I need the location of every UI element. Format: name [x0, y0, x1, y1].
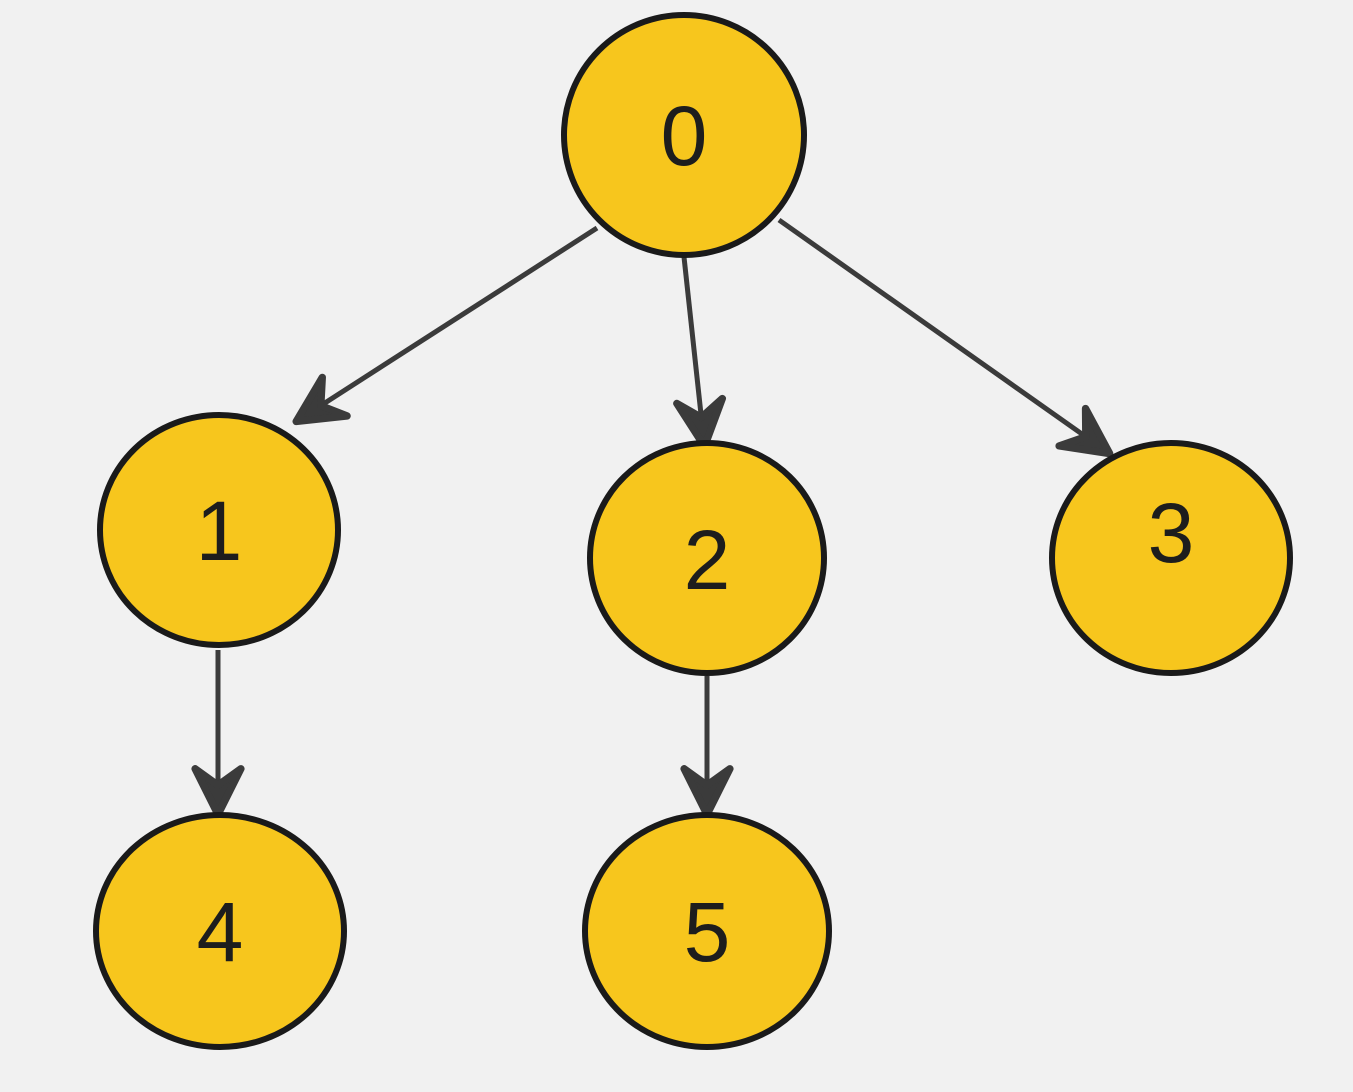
node-2-circle	[587, 440, 827, 676]
nodes-layer: 0 1 2 3 4 5	[93, 12, 1293, 1050]
node-5-circle	[582, 812, 832, 1050]
node-4-label: 4	[197, 885, 244, 979]
node-0: 0	[561, 12, 807, 258]
edge-0-3	[777, 217, 1114, 458]
node-1: 1	[97, 412, 341, 648]
node-0-circle	[561, 12, 807, 258]
node-3-label: 3	[1148, 486, 1195, 580]
node-5: 5	[582, 812, 832, 1050]
edges-layer	[191, 217, 1114, 819]
node-3: 3	[1049, 440, 1293, 676]
edge-0-2	[673, 256, 727, 451]
node-5-label: 5	[684, 885, 731, 979]
node-4-circle	[93, 812, 347, 1050]
node-2: 2	[587, 440, 827, 676]
node-0-label: 0	[661, 89, 708, 183]
node-1-circle	[97, 412, 341, 648]
edge-0-1	[292, 225, 599, 426]
node-3-circle	[1049, 440, 1293, 676]
node-1-label: 1	[196, 484, 243, 578]
node-2-label: 2	[684, 513, 731, 607]
node-4: 4	[93, 812, 347, 1050]
